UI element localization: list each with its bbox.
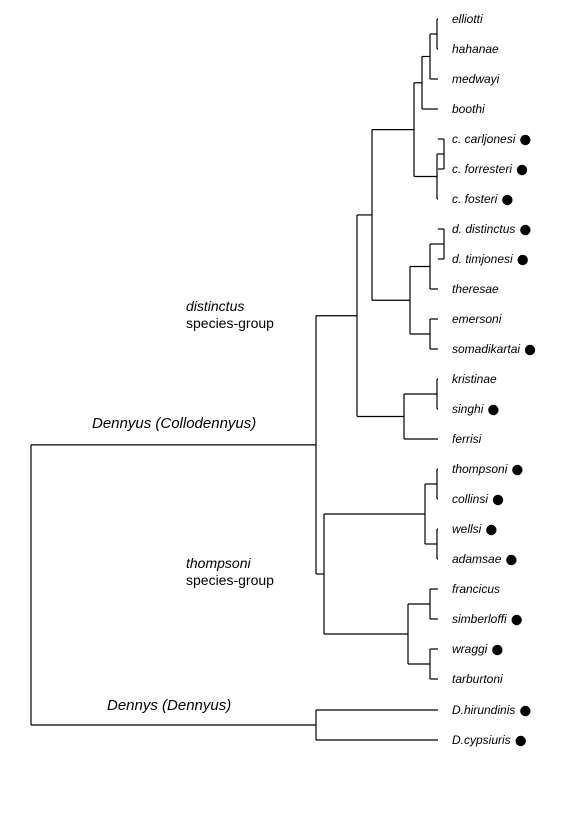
- thompsoni-group-name: thompsoni: [186, 555, 251, 571]
- taxon-label: D.cypsiuris: [452, 733, 511, 747]
- taxon-label: adamsae: [452, 552, 502, 566]
- taxon-label: kristinae: [452, 372, 497, 386]
- marker-dot: [524, 344, 536, 356]
- taxon-label: singhi: [452, 402, 484, 416]
- taxon-label: somadikartai: [452, 342, 520, 356]
- distinctus-group-name: distinctus: [186, 298, 245, 314]
- taxon-label: ferrisi: [452, 432, 482, 446]
- distinctus-group-suffix: species-group: [186, 315, 274, 331]
- taxon-label: thompsoni: [452, 462, 508, 476]
- taxon-label: c. fosteri: [452, 192, 498, 206]
- taxon-label: wellsi: [452, 522, 482, 536]
- collodennyus-subgenus-label: Dennyus (Collodennyus): [92, 415, 257, 432]
- taxon-label: emersoni: [452, 312, 502, 326]
- marker-dot: [520, 134, 531, 146]
- taxon-label: c. forresteri: [452, 162, 512, 176]
- marker-dot: [486, 524, 497, 536]
- thompsoni-group-label: thompsoni species-group: [186, 555, 274, 589]
- taxon-label: medwayi: [452, 72, 500, 86]
- thompsoni-group-suffix: species-group: [186, 572, 274, 588]
- marker-dot: [520, 224, 531, 236]
- taxon-label: hahanae: [452, 42, 499, 56]
- distinctus-group-label: distinctus species-group: [186, 298, 274, 332]
- taxon-labels: elliotti hahanae medwayi boothi c. carljones…: [452, 12, 536, 747]
- taxon-label: boothi: [452, 102, 485, 116]
- taxon-label: c. carljonesi: [452, 132, 516, 146]
- marker-dot: [506, 554, 517, 566]
- marker-dot: [488, 404, 499, 416]
- marker-dot: [515, 735, 526, 747]
- taxon-label: francicus: [452, 582, 500, 596]
- marker-dot: [492, 644, 503, 656]
- tree-branches: [30, 18, 445, 741]
- marker-dot: [502, 194, 513, 206]
- taxon-label: D.hirundinis: [452, 703, 515, 717]
- taxon-label: theresae: [452, 282, 499, 296]
- taxon-label: tarburtoni: [452, 672, 503, 686]
- marker-dot: [517, 254, 528, 266]
- taxon-label: simberloffi: [452, 612, 507, 626]
- taxon-label: wraggi: [452, 642, 488, 656]
- taxon-label: d. distinctus: [452, 222, 515, 236]
- dennyus-subgenus-label: Dennys (Dennyus): [107, 697, 232, 714]
- taxon-label: elliotti: [452, 12, 483, 26]
- marker-dot: [520, 705, 531, 717]
- marker-dot: [516, 164, 528, 176]
- marker-dot: [492, 494, 504, 506]
- taxon-label: d. timjonesi: [452, 252, 513, 266]
- marker-dot: [511, 614, 522, 626]
- marker-dot: [512, 464, 523, 476]
- taxon-label: collinsi: [452, 492, 488, 506]
